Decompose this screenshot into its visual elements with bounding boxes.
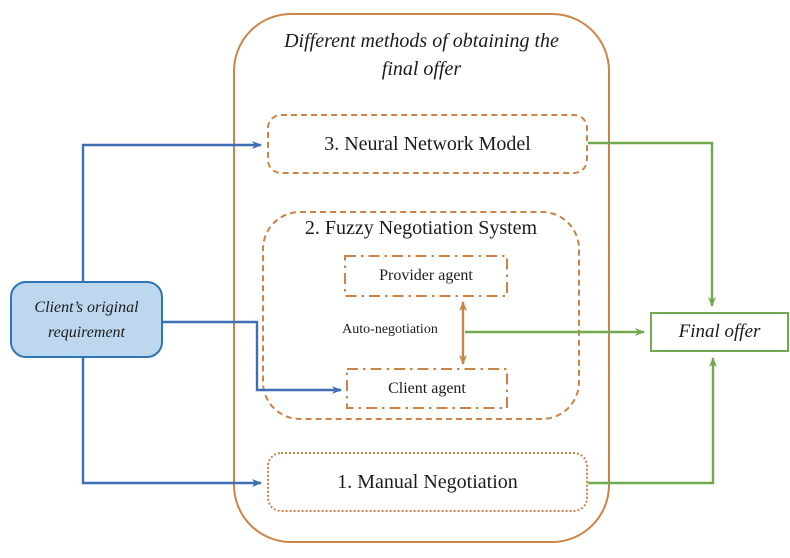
container-title-line2: final offer xyxy=(381,58,462,80)
neural-network-model-label: 3. Neural Network Model xyxy=(324,132,531,155)
client-requirement-box: Client’s original requirement xyxy=(10,281,163,358)
provider-agent-box: Provider agent xyxy=(345,256,507,296)
client-agent-box: Client agent xyxy=(347,369,507,408)
client-requirement-line2: requirement xyxy=(47,323,125,341)
container-title-line1: Different methods of obtaining the xyxy=(284,30,559,52)
client-agent-label: Client agent xyxy=(388,379,466,397)
final-offer-box: Final offer xyxy=(650,312,789,352)
final-offer-label: Final offer xyxy=(678,321,761,342)
client-requirement-line1: Client’s original xyxy=(34,298,139,316)
fuzzy-negotiation-system-label: 2. Fuzzy Negotiation System xyxy=(304,217,538,239)
provider-agent-label: Provider agent xyxy=(379,267,473,284)
container-title: Different methods of obtaining the final… xyxy=(233,27,610,83)
manual-negotiation-box: 1. Manual Negotiation xyxy=(267,452,588,512)
neural-network-model-box: 3. Neural Network Model xyxy=(267,114,588,174)
auto-negotiation-label: Auto-negotiation xyxy=(342,322,438,337)
fuzzy-negotiation-system-box xyxy=(262,211,580,420)
manual-negotiation-label: 1. Manual Negotiation xyxy=(337,470,518,493)
